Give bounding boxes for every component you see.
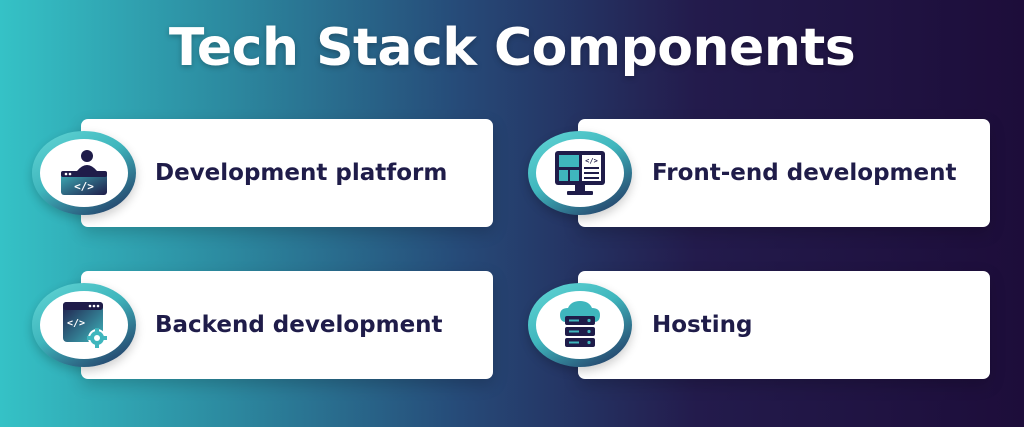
monitor-layout-icon: </>: [555, 151, 605, 195]
page-title: Tech Stack Components: [168, 18, 856, 78]
card-label: Hosting: [652, 312, 753, 338]
card-front-end-development: Front-end development: [578, 119, 990, 227]
code-window-gear-icon: </>: [63, 302, 107, 348]
svg-text:</>: </>: [585, 157, 598, 165]
card-hosting: Hosting: [578, 271, 990, 379]
svg-text:</>: </>: [74, 180, 94, 193]
icon-badge: </>: [32, 283, 136, 367]
card-label: Backend development: [155, 312, 443, 338]
svg-text:</>: </>: [67, 318, 85, 329]
card-label: Front-end development: [652, 160, 957, 186]
icon-badge: </>: [32, 131, 136, 215]
developer-laptop-icon: </>: [61, 150, 107, 195]
icon-badge: </>: [528, 131, 632, 215]
cloud-server-icon: [560, 301, 600, 347]
card-development-platform: Development platform: [81, 119, 493, 227]
card-label: Development platform: [155, 160, 448, 186]
card-backend-development: Backend development: [81, 271, 493, 379]
icon-badge: [528, 283, 632, 367]
